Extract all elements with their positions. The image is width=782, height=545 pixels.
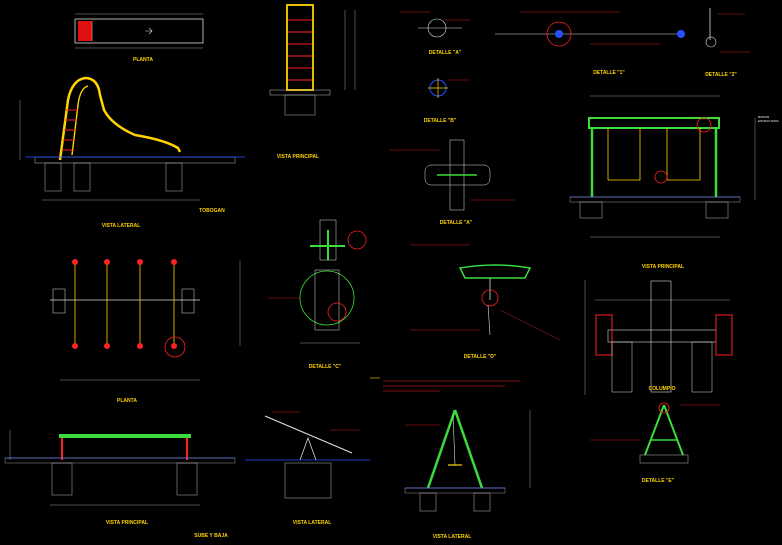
detail-1 [495, 11, 685, 47]
title-vista-lateral-columpio: VISTA LATERAL [433, 534, 472, 540]
title-detalle-2: DETALLE "2" [705, 72, 737, 78]
detail-b-small [428, 78, 470, 98]
detail-a-top [400, 11, 470, 38]
title-detalle-1: DETALLE "1" [593, 70, 625, 76]
general-notes [370, 377, 520, 392]
seesaw-plan-view [50, 259, 241, 381]
title-planta-sube-baja: PLANTA [117, 398, 137, 404]
title-detalle-d: DETALLE "D" [464, 354, 497, 360]
title-vista-lateral-sube-baja: VISTA LATERAL [293, 520, 332, 526]
title-vista-principal-sube-baja: VISTA PRINCIPAL [106, 520, 148, 526]
detail-e [590, 402, 720, 464]
swing-side-view [404, 409, 531, 512]
title-detalle-c: DETALLE "C" [309, 364, 342, 370]
detail-2 [705, 8, 750, 53]
slide-front-view [269, 4, 356, 116]
title-vista-principal-tobogan: VISTA PRINCIPAL [277, 154, 319, 160]
slide-plan-view [74, 13, 204, 49]
detail-d [410, 244, 561, 341]
swing-plan-view [584, 280, 733, 395]
detail-c [268, 219, 367, 344]
slide-side-view [19, 76, 245, 201]
title-columpio: COLUMPIO [649, 386, 676, 392]
seesaw-front-view [4, 430, 236, 506]
title-planta-top: PLANTA [133, 57, 153, 63]
title-vista-lateral-tobogan: VISTA LATERAL [102, 223, 141, 229]
title-detalle-a2: DETALLE "A" [440, 220, 473, 226]
swing-front-view [569, 95, 756, 238]
detail-a-section [390, 139, 515, 211]
title-sube-y-baja: SUBE Y BAJA [194, 533, 228, 539]
title-detalle-e: DETALLE "E" [642, 478, 675, 484]
seesaw-side-view [245, 411, 370, 499]
title-vista-principal-columpio: VISTA PRINCIPAL [642, 264, 684, 270]
title-detalle-a: DETALLE "A" [429, 50, 462, 56]
title-detalle-b: DETALLE "B" [424, 118, 457, 124]
title-tobogan: TOBOGAN [199, 208, 225, 214]
